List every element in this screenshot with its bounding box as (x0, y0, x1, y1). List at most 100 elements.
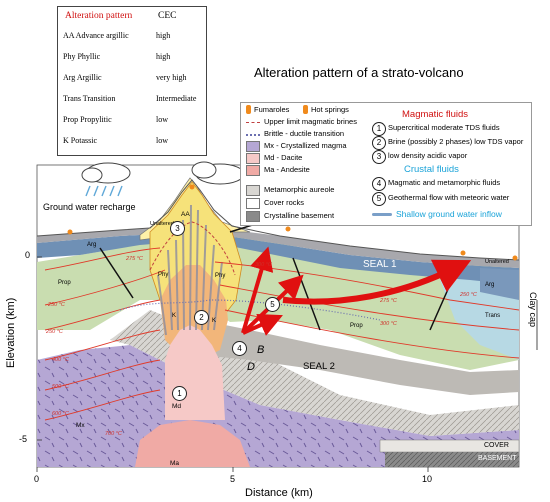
clay-cap-label: Clay cap (528, 292, 538, 328)
magmatic-fluid-3-number: 3 (372, 150, 386, 164)
plume-cloud-icon (191, 161, 245, 185)
prop-left-label: Prop (58, 280, 71, 286)
cec-row-pattern: Trans Transition (63, 94, 116, 103)
cec-row-value: high (156, 52, 171, 61)
arg-right-zone (480, 268, 519, 300)
trans-label: Trans (485, 313, 501, 319)
isotherm-label: 250 °C (460, 292, 477, 298)
ground-water-label: Ground water recharge (43, 202, 136, 212)
phy-left-label: Phy (158, 272, 169, 278)
cec-header-pattern: Alteration pattern (65, 11, 133, 21)
seal1-band (37, 232, 519, 285)
legend-hot-springs: Hot springs (311, 105, 349, 114)
md-label: Md (172, 403, 182, 410)
magmatic-fluid-1-text: Supercritical moderate TDS fluids (388, 123, 500, 132)
cec-row-pattern: K Potassic (63, 136, 97, 145)
basement-label: BASEMENT (478, 455, 517, 462)
legend-brittle: Brittle - ductile transition (264, 129, 345, 138)
seal2-label: SEAL 2 (303, 361, 335, 372)
legend-cover: Cover rocks (264, 198, 305, 207)
unaltered-right-label: Unaltered (485, 259, 509, 265)
cec-row-value: high (156, 31, 171, 40)
magmatic-fluid-1-number: 1 (372, 122, 386, 136)
cec-row-pattern: Arg Argillic (63, 73, 102, 82)
legend-box (240, 102, 532, 226)
upper-limit-brines-line (149, 221, 236, 276)
k-right-label: K (212, 318, 217, 324)
cloud-icon (81, 162, 131, 184)
isotherm-label: 275 °C (380, 298, 397, 304)
brittle-ductile-line (119, 299, 381, 321)
aa-label: AA (181, 211, 190, 218)
unaltered-left-label: Unaltered (150, 221, 174, 227)
isotherm-label: 500 °C (52, 384, 69, 390)
ground-water-arrow-icon (372, 213, 392, 216)
cec-row-value: very high (156, 73, 187, 82)
upper-limit-swatch (246, 122, 260, 123)
magmatic-fluid-2-text: Brine (possibly 2 phases) low TDS vapor (388, 137, 524, 146)
basement-zone (385, 452, 519, 467)
crustal-fluid-4-number: 4 (372, 177, 386, 191)
isotherm-label: 250 °C (46, 329, 63, 335)
metamorphic-swatch (246, 185, 260, 196)
legend-md: Md - Dacite (264, 153, 303, 162)
y-axis-label: Elevation (km) (5, 297, 17, 368)
unaltered-cap (37, 226, 519, 268)
cec-row-pattern: AA Advance argillic (63, 31, 129, 40)
cover-swatch (246, 198, 260, 209)
crustal-fluid-4-text: Magmatic and metamorphic fluids (388, 178, 501, 187)
rain-icon (85, 185, 123, 197)
diagram-title: Alteration pattern of a strato-volcano (254, 65, 464, 80)
fluid-marker-4: 4 (232, 341, 247, 356)
cec-row-value: low (156, 136, 168, 145)
arg-left-label: Arg (87, 242, 97, 248)
cec-table (57, 6, 207, 156)
x-tick-0: 0 (34, 474, 40, 484)
crustal-fluid-5-number: 5 (372, 192, 386, 206)
arg-right-label: Arg (485, 282, 495, 288)
ma-label: Ma (170, 460, 180, 467)
legend-mx: Mx - Crystallized magma (264, 141, 347, 150)
brittle-swatch (246, 134, 260, 136)
mx-label: Mx (76, 422, 85, 429)
fluid-marker-5: 5 (265, 297, 280, 312)
legend-metamorphic: Metamorphic aureole (264, 185, 335, 194)
k-left-label: K (172, 313, 177, 319)
fluid-marker-2: 2 (194, 310, 209, 325)
fluid-marker-1: 1 (172, 386, 187, 401)
hot-spring-legend-icon (303, 105, 308, 114)
magmatic-fluids-title: Magmatic fluids (402, 109, 468, 120)
magmatic-fluid-3-text: low density acidic vapor (388, 151, 468, 160)
isotherm-label: 400 °C (52, 357, 69, 363)
isotherm-label: 600 °C (52, 411, 69, 417)
topography-line (36, 179, 520, 261)
legend-ma: Ma - Andesite (264, 165, 310, 174)
fumarole-icon (246, 105, 251, 114)
andesite-body (135, 420, 250, 467)
cec-row-value: low (156, 115, 168, 124)
prop-mid-label: Prop (350, 323, 363, 329)
seal1-label: SEAL 1 (363, 259, 397, 270)
x-tick-10: 10 (422, 474, 433, 484)
cec-row-pattern: Prop Propylitic (63, 115, 112, 124)
y-tick-5: -5 (19, 434, 28, 444)
hot-spring-icon (67, 184, 518, 261)
seal2-band (200, 320, 519, 395)
md-swatch (246, 153, 260, 164)
y-tick-0: 0 (25, 250, 31, 260)
crustal-fluids-title: Crustal fluids (404, 164, 459, 175)
isotherm-label: 700 °C (105, 431, 122, 437)
legend-upper-limit: Upper limit magmatic brines (264, 117, 357, 126)
isotherm-label: 300 °C (380, 321, 397, 327)
cover-label: COVER (484, 442, 509, 449)
cec-header-cec: CEC (158, 11, 177, 21)
legend-basement: Crystalline basement (264, 211, 335, 220)
phy-right-label: Phy (215, 273, 226, 279)
fluid-marker-3: 3 (170, 221, 185, 236)
label-b: B (257, 344, 265, 356)
mx-swatch (246, 141, 260, 152)
ma-swatch (246, 165, 260, 176)
x-axis-label: Distance (km) (245, 487, 313, 499)
axis-ticks (36, 256, 429, 472)
